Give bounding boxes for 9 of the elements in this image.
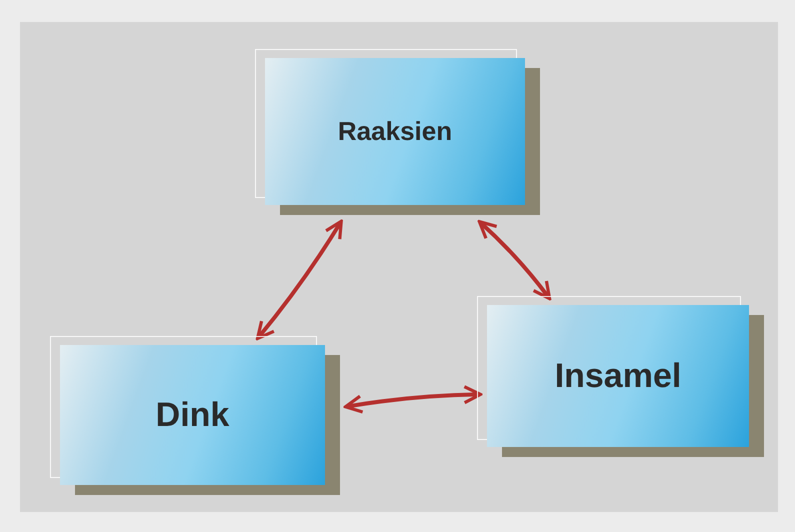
double-arrow: [478, 220, 552, 300]
double-arrow: [344, 385, 482, 414]
node-label: Insamel: [554, 356, 682, 396]
double-arrow: [256, 220, 343, 340]
node-label: Raaksien: [338, 116, 452, 147]
process-box: [487, 305, 749, 447]
process-box: [265, 58, 525, 205]
node-label: Dink: [156, 396, 230, 434]
process-box: [60, 345, 325, 485]
